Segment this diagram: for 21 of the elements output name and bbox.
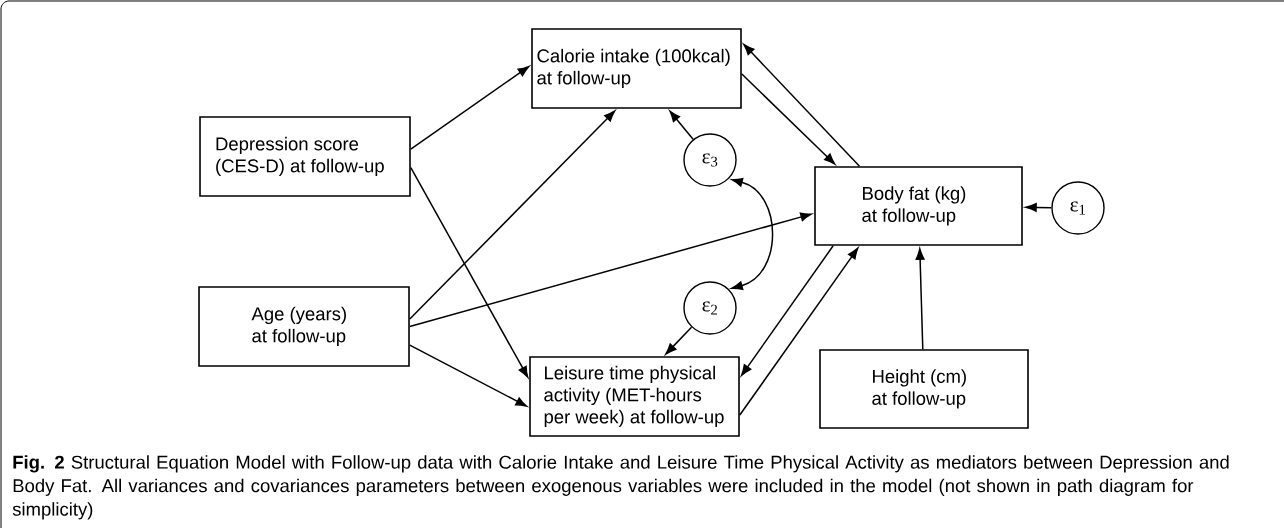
variable-box: Depression score (CES-D) at follow-up [199, 116, 411, 197]
arrow [731, 177, 774, 291]
caption: Fig. 2 Structural Equation Model with Follow-up data with Calorie Intake and Leisure Time Physical Activity as mediators between Depression and Body Fat. All variances and covariances parameters between exogenous variables were included in the model (not shown in path diagram for simplicity) [12, 455, 1229, 520]
arrow [409, 344, 528, 407]
variable-box: Age (years) at follow-up [198, 286, 410, 367]
variable-box: Leisure time physical activity (MET-hours per week) at follow-up [529, 356, 740, 437]
arrow [410, 65, 530, 150]
arrow [410, 166, 529, 378]
variable-box: Body fat (kg) at follow-up [814, 166, 1023, 246]
arrow [669, 110, 694, 141]
arrow [739, 247, 859, 416]
variable-box: Height (cm) at follow-up [819, 349, 1029, 429]
arrow [743, 43, 861, 167]
arrow [409, 110, 616, 320]
arrow [1025, 203, 1053, 212]
variable-box: Calorie intake (100kcal) at follow-up [531, 28, 742, 109]
arrow [665, 326, 693, 355]
arrow [740, 245, 834, 376]
arrow [741, 73, 836, 165]
arrow [915, 248, 925, 350]
arrow [409, 212, 812, 328]
